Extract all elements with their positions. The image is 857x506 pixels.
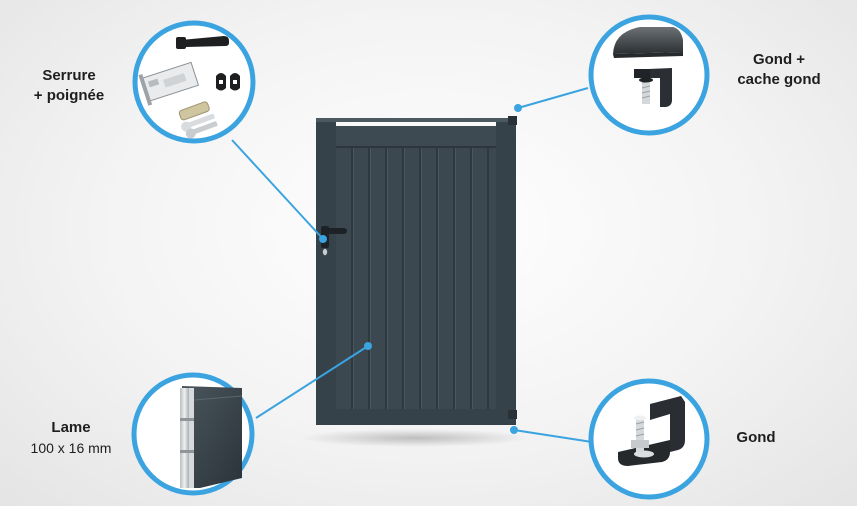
slat-label-line1: Lame (51, 419, 91, 436)
hinge-cover-label-line2: cache gond (737, 71, 821, 88)
lock-connector (231, 139, 324, 240)
lock-connector-dot (319, 235, 327, 243)
hinge-label: Gond (718, 428, 794, 448)
hinge-cover-label: Gond + cache gond (716, 50, 842, 90)
slat-connector (255, 345, 369, 419)
slat-connector-dot (364, 342, 372, 350)
slat-label: Lame 100 x 16 mm (10, 418, 132, 458)
lock-label: Serrure + poignée (14, 66, 124, 106)
hinge-with-cover-icon (613, 27, 683, 107)
hinge-callout-circle (588, 378, 710, 500)
slat-label-line2: 100 x 16 mm (30, 440, 112, 456)
aluminium-slat-profile-icon (180, 386, 243, 488)
slat-callout-circle (131, 372, 255, 496)
gate-top-hinge (508, 116, 517, 125)
hinge-connector-dot (510, 426, 518, 434)
gate-bottom-hinge (508, 410, 517, 419)
gate (316, 116, 517, 425)
gate-floor-shadow (300, 429, 530, 447)
connector-lines (231, 87, 593, 443)
hinge-cover-label-line1: Gond + (752, 51, 806, 68)
hinge-icon (618, 396, 685, 466)
hinge-cover-connector-dot (514, 104, 522, 112)
hinge-cover-connector (517, 87, 589, 109)
lock-and-handle-icon (138, 36, 240, 139)
hinge-label-line1: Gond (736, 429, 776, 446)
lock-label-line2: + poignée (33, 87, 105, 104)
lock-label-line1: Serrure (42, 67, 96, 84)
lock-callout-circle (132, 20, 256, 144)
gate-slat-grooves (351, 146, 489, 409)
hinge-cover-callout-circle (588, 14, 710, 136)
hinge-connector (513, 429, 593, 443)
